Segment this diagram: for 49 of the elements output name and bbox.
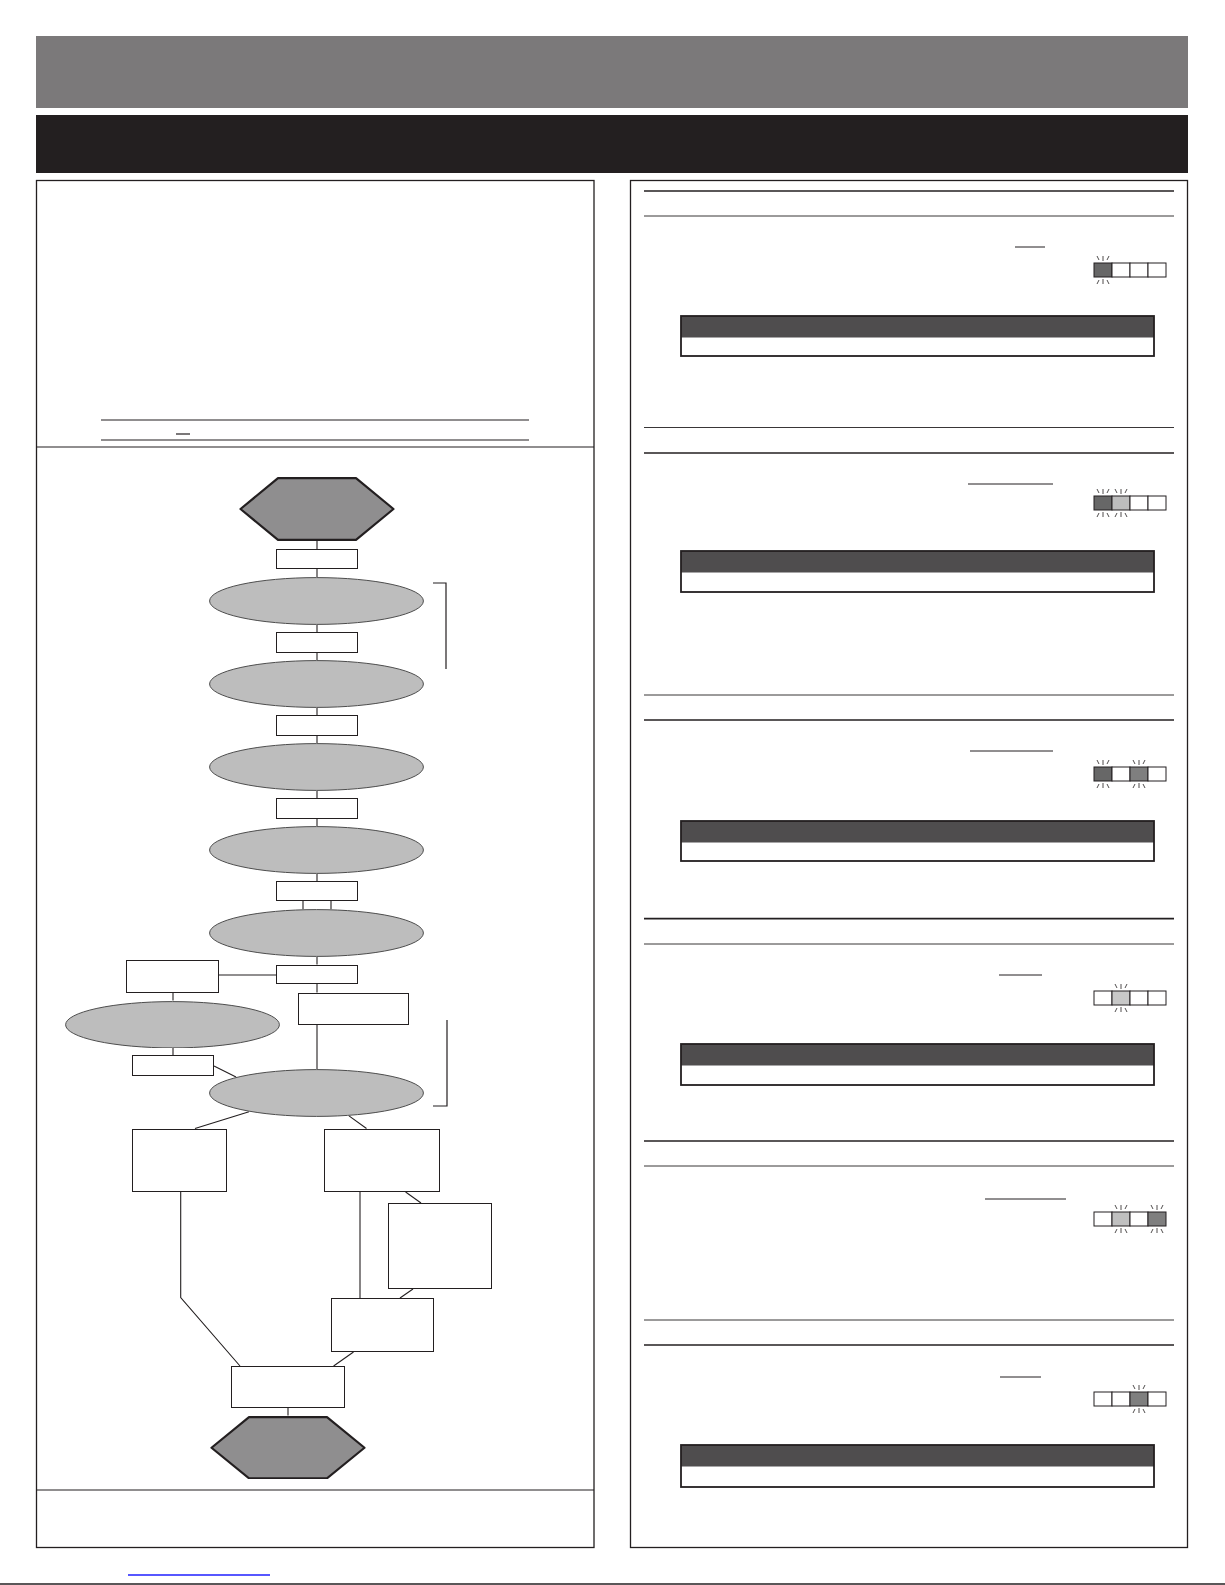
connector-line [316,956,318,966]
process-box [388,1203,492,1289]
connector-line [218,974,277,976]
connector-line [330,900,332,910]
connector-line [316,540,318,550]
connector-line [316,568,318,578]
connector-line [316,1024,318,1070]
process-box [276,964,358,984]
process-box [276,798,358,819]
connector-line [348,1115,368,1130]
process-box [276,632,358,653]
process-box [132,1128,227,1192]
connector-line [399,1288,414,1299]
connector-line [302,900,304,910]
connector-line [287,1407,289,1417]
process-box [297,992,409,1025]
process-box [324,1128,440,1192]
connector-line [213,1065,237,1078]
process-ellipse [209,577,424,625]
connector-line [316,818,318,827]
connector-line [316,790,318,799]
connector-line [316,624,318,633]
process-box [230,1366,345,1408]
connector-line [316,983,318,994]
terminator-hexagon [210,1415,366,1479]
connector-line [194,1111,250,1130]
process-ellipse [209,826,424,874]
terminator-hexagon [239,477,395,541]
connector-line [172,992,174,1002]
process-ellipse [209,743,424,791]
process-ellipse [209,909,424,957]
process-box [132,1055,214,1076]
connector-line [316,652,318,661]
connector-line [405,1191,422,1204]
connector-line [359,1191,361,1299]
connector-line [316,873,318,882]
process-ellipse [65,1000,280,1048]
process-box [276,549,358,569]
process-box [330,1298,434,1352]
process-box [276,881,358,901]
connector-line [333,1351,355,1367]
process-ellipse [209,1069,424,1117]
process-box [126,960,219,993]
connector-line [316,735,318,744]
connector-line [172,1047,174,1056]
process-box [276,715,358,736]
process-ellipse [209,660,424,708]
connector-line [180,1191,241,1367]
connector-line [316,707,318,716]
